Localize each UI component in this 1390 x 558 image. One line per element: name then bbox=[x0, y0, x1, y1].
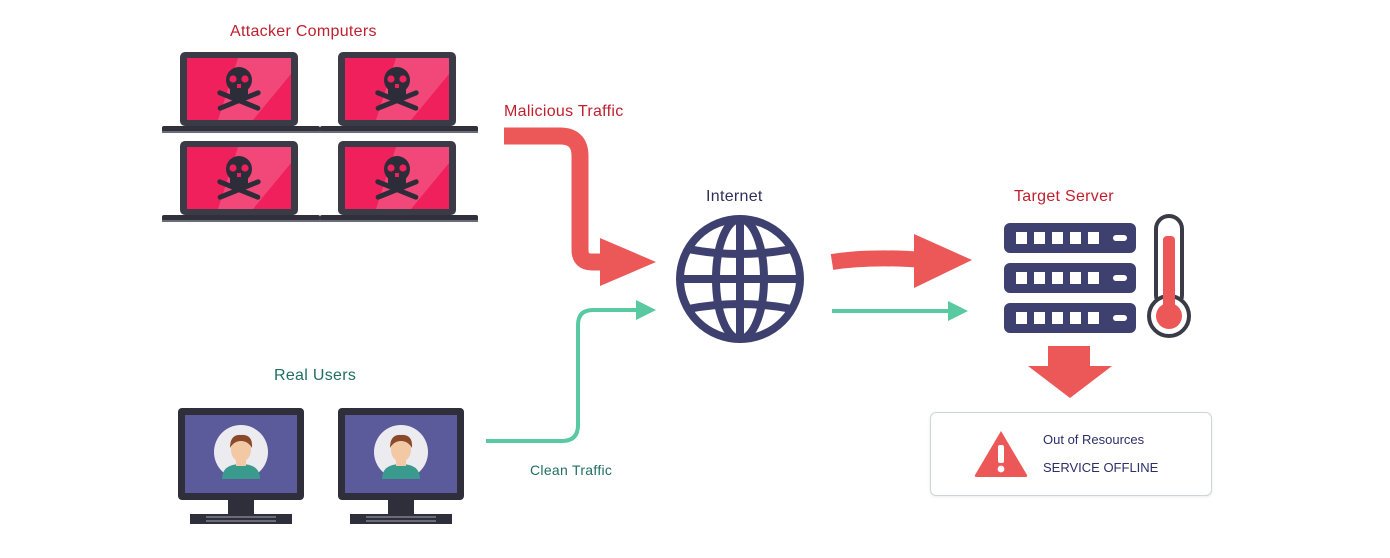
real-user-desktop-1 bbox=[178, 408, 304, 524]
status-message: Out of Resources bbox=[1043, 432, 1145, 447]
attacker-laptop-4 bbox=[320, 141, 478, 222]
attacker-laptop-2 bbox=[320, 52, 478, 133]
attacker-computers-label: Attacker Computers bbox=[230, 23, 377, 40]
globe-icon bbox=[676, 215, 804, 343]
thermometer-icon bbox=[1147, 214, 1191, 338]
server-rack-icon bbox=[1004, 223, 1136, 333]
status-box: Out of Resources SERVICE OFFLINE bbox=[930, 412, 1212, 496]
internet-label: Internet bbox=[706, 188, 763, 205]
overload-down-arrow bbox=[1028, 346, 1112, 398]
attacker-laptop-3 bbox=[162, 141, 320, 222]
clean-traffic-to-server-arrow bbox=[832, 301, 968, 321]
real-user-desktop-2 bbox=[338, 408, 464, 524]
warning-triangle-icon bbox=[974, 431, 1028, 477]
real-users-label: Real Users bbox=[274, 367, 357, 384]
target-server-label: Target Server bbox=[1014, 188, 1114, 205]
malicious-traffic-to-server-arrow bbox=[830, 234, 972, 288]
clean-traffic-label: Clean Traffic bbox=[530, 462, 613, 478]
status-state: SERVICE OFFLINE bbox=[1043, 460, 1159, 475]
malicious-traffic-arrow bbox=[504, 127, 656, 286]
malicious-traffic-label: Malicious Traffic bbox=[504, 103, 624, 120]
clean-traffic-arrow bbox=[486, 300, 656, 443]
attacker-laptop-1 bbox=[162, 52, 320, 133]
